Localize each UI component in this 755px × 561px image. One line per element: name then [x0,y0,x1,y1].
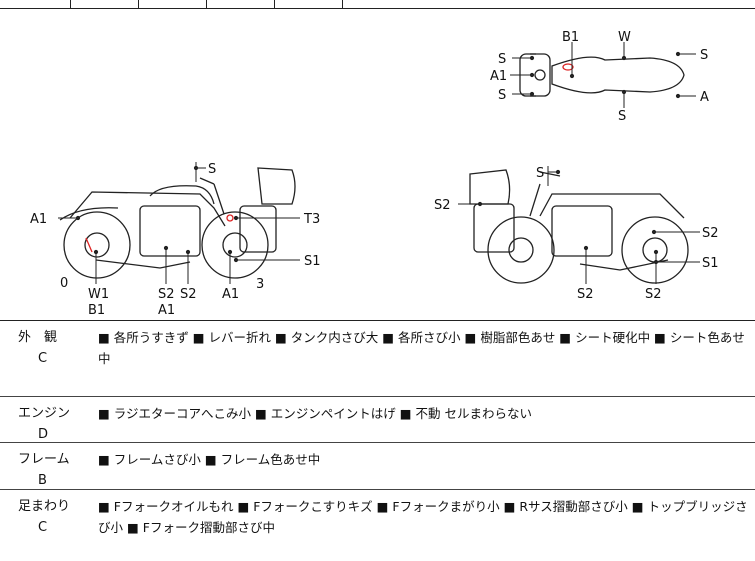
label-right-s2-bottom1: S2 [577,287,594,302]
category-grade: B [38,473,47,488]
row-engine: エンジン D ■ ラジエターコアへこみ小 ■ エンジンペイントはげ ■ 不動 セ… [0,397,755,443]
label-top-s-right: S [700,48,708,63]
label-top-a-right: A [700,90,709,105]
label-top-w: W [618,30,631,45]
label-left-a1-bottom: A1 [222,287,239,302]
top-view-motorcycle [519,53,685,97]
strip-cell [206,0,275,8]
label-top-a1: A1 [490,69,507,84]
top-view-leaders [510,42,696,108]
left-view-leaders [58,162,300,284]
damage-diagram: B1 W S A1 S S A S S A1 T3 S1 0 W1 B1 S2 … [0,8,755,321]
category-grade: C [38,520,48,535]
label-right-s2-left: S2 [434,198,451,213]
label-right-s1: S1 [702,256,719,271]
label-left-s: S [208,162,216,177]
label-left-s1: S1 [304,254,321,269]
label-left-w1: W1 [88,287,109,302]
label-left-a1: A1 [30,212,47,227]
motorcycle-diagram: B1 W S A1 S S A S S A1 T3 S1 0 W1 B1 S2 … [30,30,719,318]
row-category: フレーム B [18,449,88,491]
row-notes: ■ フレームさび小 ■ フレーム色あせ中 [98,452,321,467]
label-left-3: 3 [256,277,264,292]
label-left-a1-under: A1 [158,303,175,318]
label-left-0: 0 [60,276,68,291]
category-grade: D [38,427,49,442]
row-notes: ■ 各所うすきず ■ レバー折れ ■ タンク内さび大 ■ 各所さび小 ■ 樹脂部… [98,330,745,366]
row-category: 外 観 C [18,327,88,369]
right-view-leaders [458,166,700,284]
right-view-motorcycle [469,169,689,284]
label-right-s2-bottom2: S2 [645,287,662,302]
row-notes: ■ Fフォークオイルもれ ■ Fフォークこすりキズ ■ Fフォークまがり小 ■ … [98,499,748,535]
strip-cell [70,0,139,8]
row-suspension: 足まわり C ■ Fフォークオイルもれ ■ Fフォークこすりキズ ■ Fフォーク… [0,490,755,561]
category-name: 足まわり [18,499,71,514]
row-category: 足まわり C [18,496,88,538]
strip-cell [274,0,343,8]
label-left-t3: T3 [303,212,320,227]
top-table-strip [0,0,755,9]
label-left-s2b: S2 [180,287,197,302]
row-category: エンジン D [18,403,88,445]
row-frame: フレーム B ■ フレームさび小 ■ フレーム色あせ中 [0,443,755,490]
label-right-s: S [536,166,544,181]
label-top-s-bottom: S [618,109,626,124]
label-left-b1: B1 [88,303,105,318]
left-view-motorcycle [59,167,296,279]
row-notes: ■ ラジエターコアへこみ小 ■ エンジンペイントはげ ■ 不動 セルまわらない [98,406,533,421]
category-name: フレーム [18,452,70,467]
row-exterior: 外 観 C ■ 各所うすきず ■ レバー折れ ■ タンク内さび大 ■ 各所さび小… [0,321,755,397]
strip-cell [138,0,207,8]
strip-cell [342,0,755,8]
category-name: 外 観 [18,330,58,345]
label-right-s2-right: S2 [702,226,719,241]
category-grade: C [38,351,48,366]
label-top-s-left1: S [498,52,506,67]
label-left-s2a: S2 [158,287,175,302]
label-top-s-left2: S [498,88,506,103]
category-name: エンジン [18,406,71,421]
label-top-b1: B1 [562,30,579,45]
